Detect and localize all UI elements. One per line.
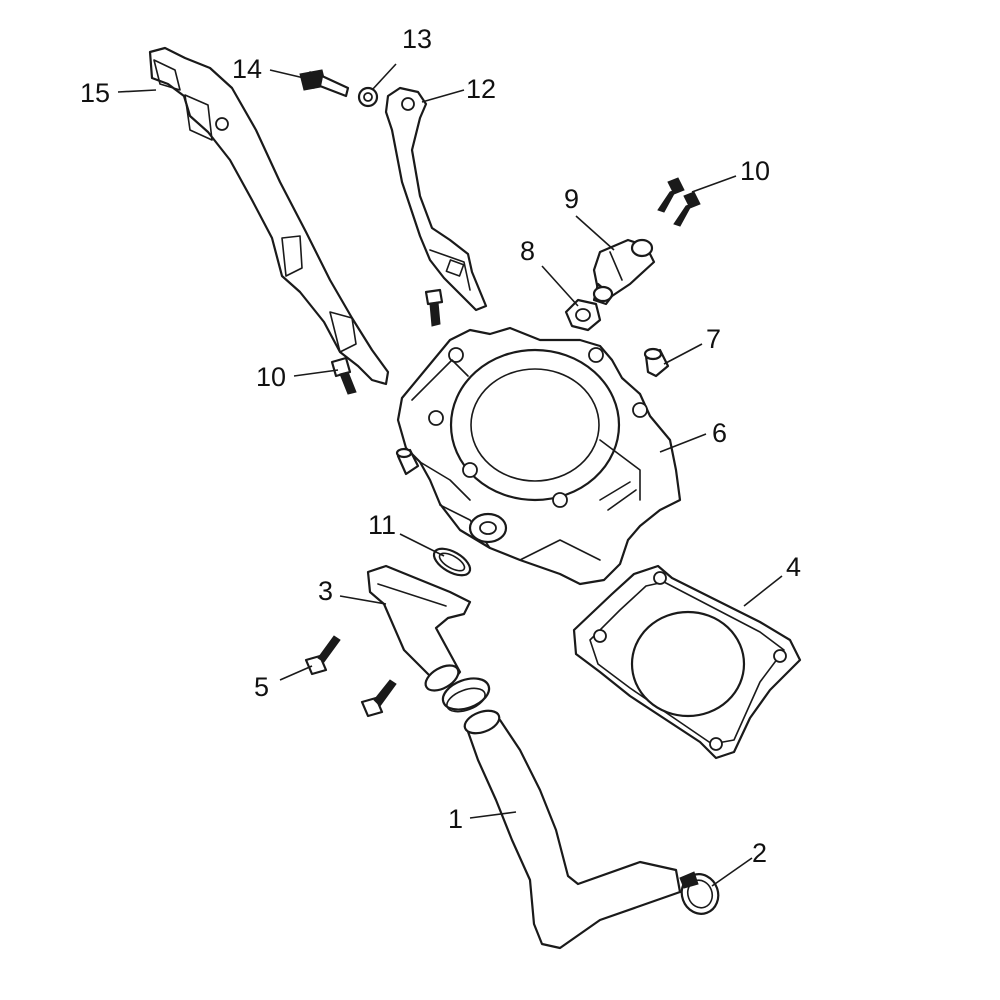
callout-6: 6 bbox=[712, 418, 727, 448]
o-ring-part-11 bbox=[432, 547, 472, 577]
callout-5: 5 bbox=[254, 672, 269, 702]
callout-7: 7 bbox=[706, 324, 721, 354]
callout-4: 4 bbox=[786, 552, 801, 582]
callout-labels: 15 14 13 12 10 9 8 10 7 6 11 3 4 5 1 2 bbox=[80, 24, 801, 868]
tensioner-arm-part-12 bbox=[384, 86, 488, 312]
tensioner-gasket-part-8 bbox=[564, 298, 602, 332]
pivot-bolt-part-14 bbox=[299, 69, 350, 98]
callout-12: 12 bbox=[466, 74, 496, 104]
callout-10-upper: 10 bbox=[740, 156, 770, 186]
cylinder-block-part-6 bbox=[396, 326, 682, 586]
bolts-upper-part-10 bbox=[657, 177, 701, 227]
callout-8: 8 bbox=[520, 236, 535, 266]
bolts-part-5 bbox=[304, 635, 397, 718]
base-gasket-part-4 bbox=[572, 564, 802, 760]
callout-2: 2 bbox=[752, 838, 767, 868]
callout-3: 3 bbox=[318, 576, 333, 606]
chain-guide-part-15 bbox=[148, 46, 390, 386]
coolant-hose-part-1 bbox=[463, 709, 682, 950]
water-outlet-part-3 bbox=[366, 564, 472, 692]
callout-1: 1 bbox=[448, 804, 463, 834]
hose-band bbox=[441, 677, 491, 713]
callout-11: 11 bbox=[368, 510, 396, 540]
dowel-pin-part-7 bbox=[643, 347, 670, 378]
leader-lines bbox=[117, 63, 783, 887]
callout-10-lower: 10 bbox=[256, 362, 286, 392]
hose-clamp-part-2 bbox=[679, 871, 720, 915]
tensioner-part-9 bbox=[592, 238, 656, 306]
callout-14: 14 bbox=[232, 54, 262, 84]
callout-15: 15 bbox=[80, 78, 110, 108]
washer-part-13 bbox=[357, 86, 379, 108]
bolt-lower-part-10 bbox=[330, 356, 357, 395]
callout-13: 13 bbox=[402, 24, 432, 54]
arm-bolt bbox=[424, 288, 444, 327]
callout-9: 9 bbox=[564, 184, 579, 214]
dowel-left bbox=[395, 447, 420, 476]
